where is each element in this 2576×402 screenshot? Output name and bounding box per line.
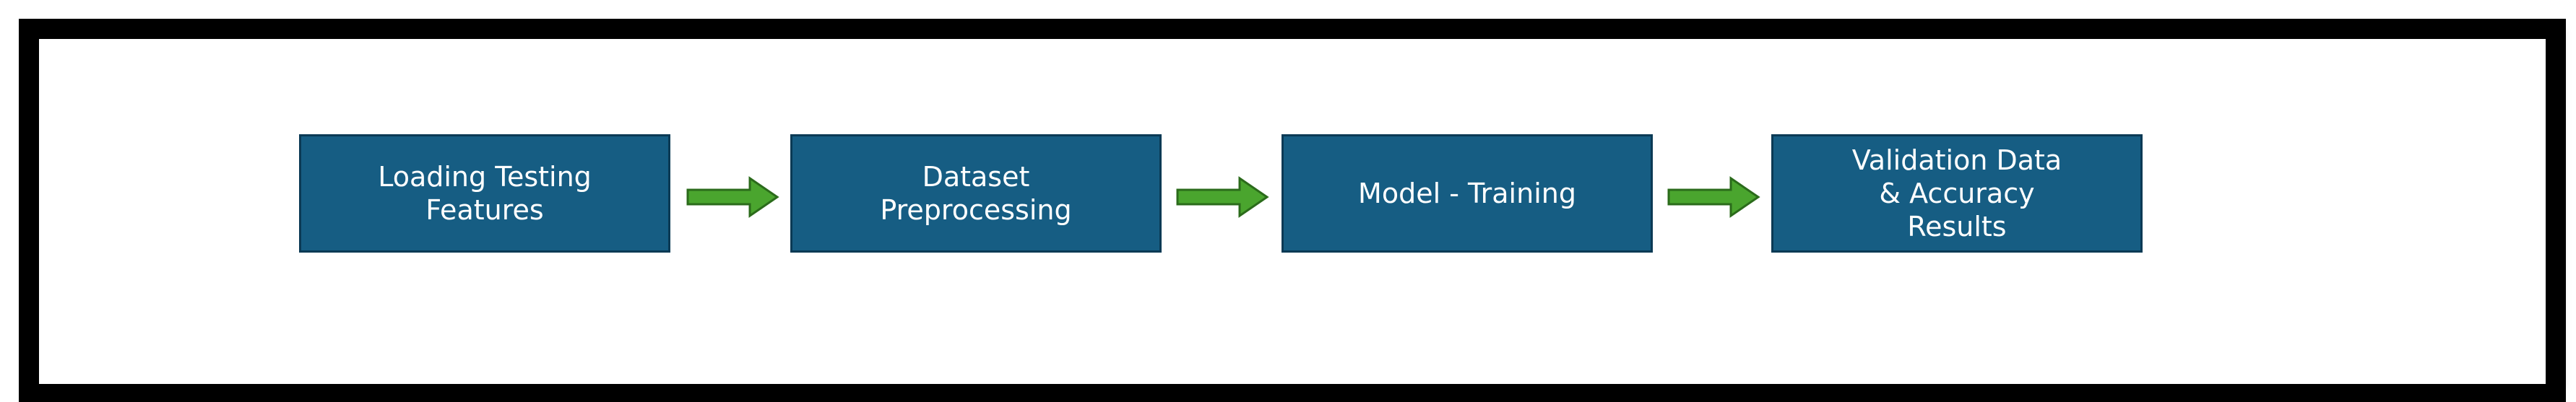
- step-label: Validation Data & Accuracy Results: [1851, 144, 2062, 242]
- right-arrow-icon: [686, 176, 779, 218]
- step-validation-accuracy-results: Validation Data & Accuracy Results: [1771, 134, 2143, 253]
- step-label: Loading Testing Features: [378, 161, 592, 226]
- step-model-training: Model - Training: [1281, 134, 1653, 253]
- right-arrow-icon: [1176, 176, 1269, 218]
- step-label: Model - Training: [1358, 178, 1576, 209]
- step-loading-testing-features: Loading Testing Features: [299, 134, 670, 253]
- right-arrow-icon: [1667, 176, 1760, 218]
- step-label: Dataset Preprocessing: [880, 161, 1072, 226]
- step-dataset-preprocessing: Dataset Preprocessing: [790, 134, 1162, 253]
